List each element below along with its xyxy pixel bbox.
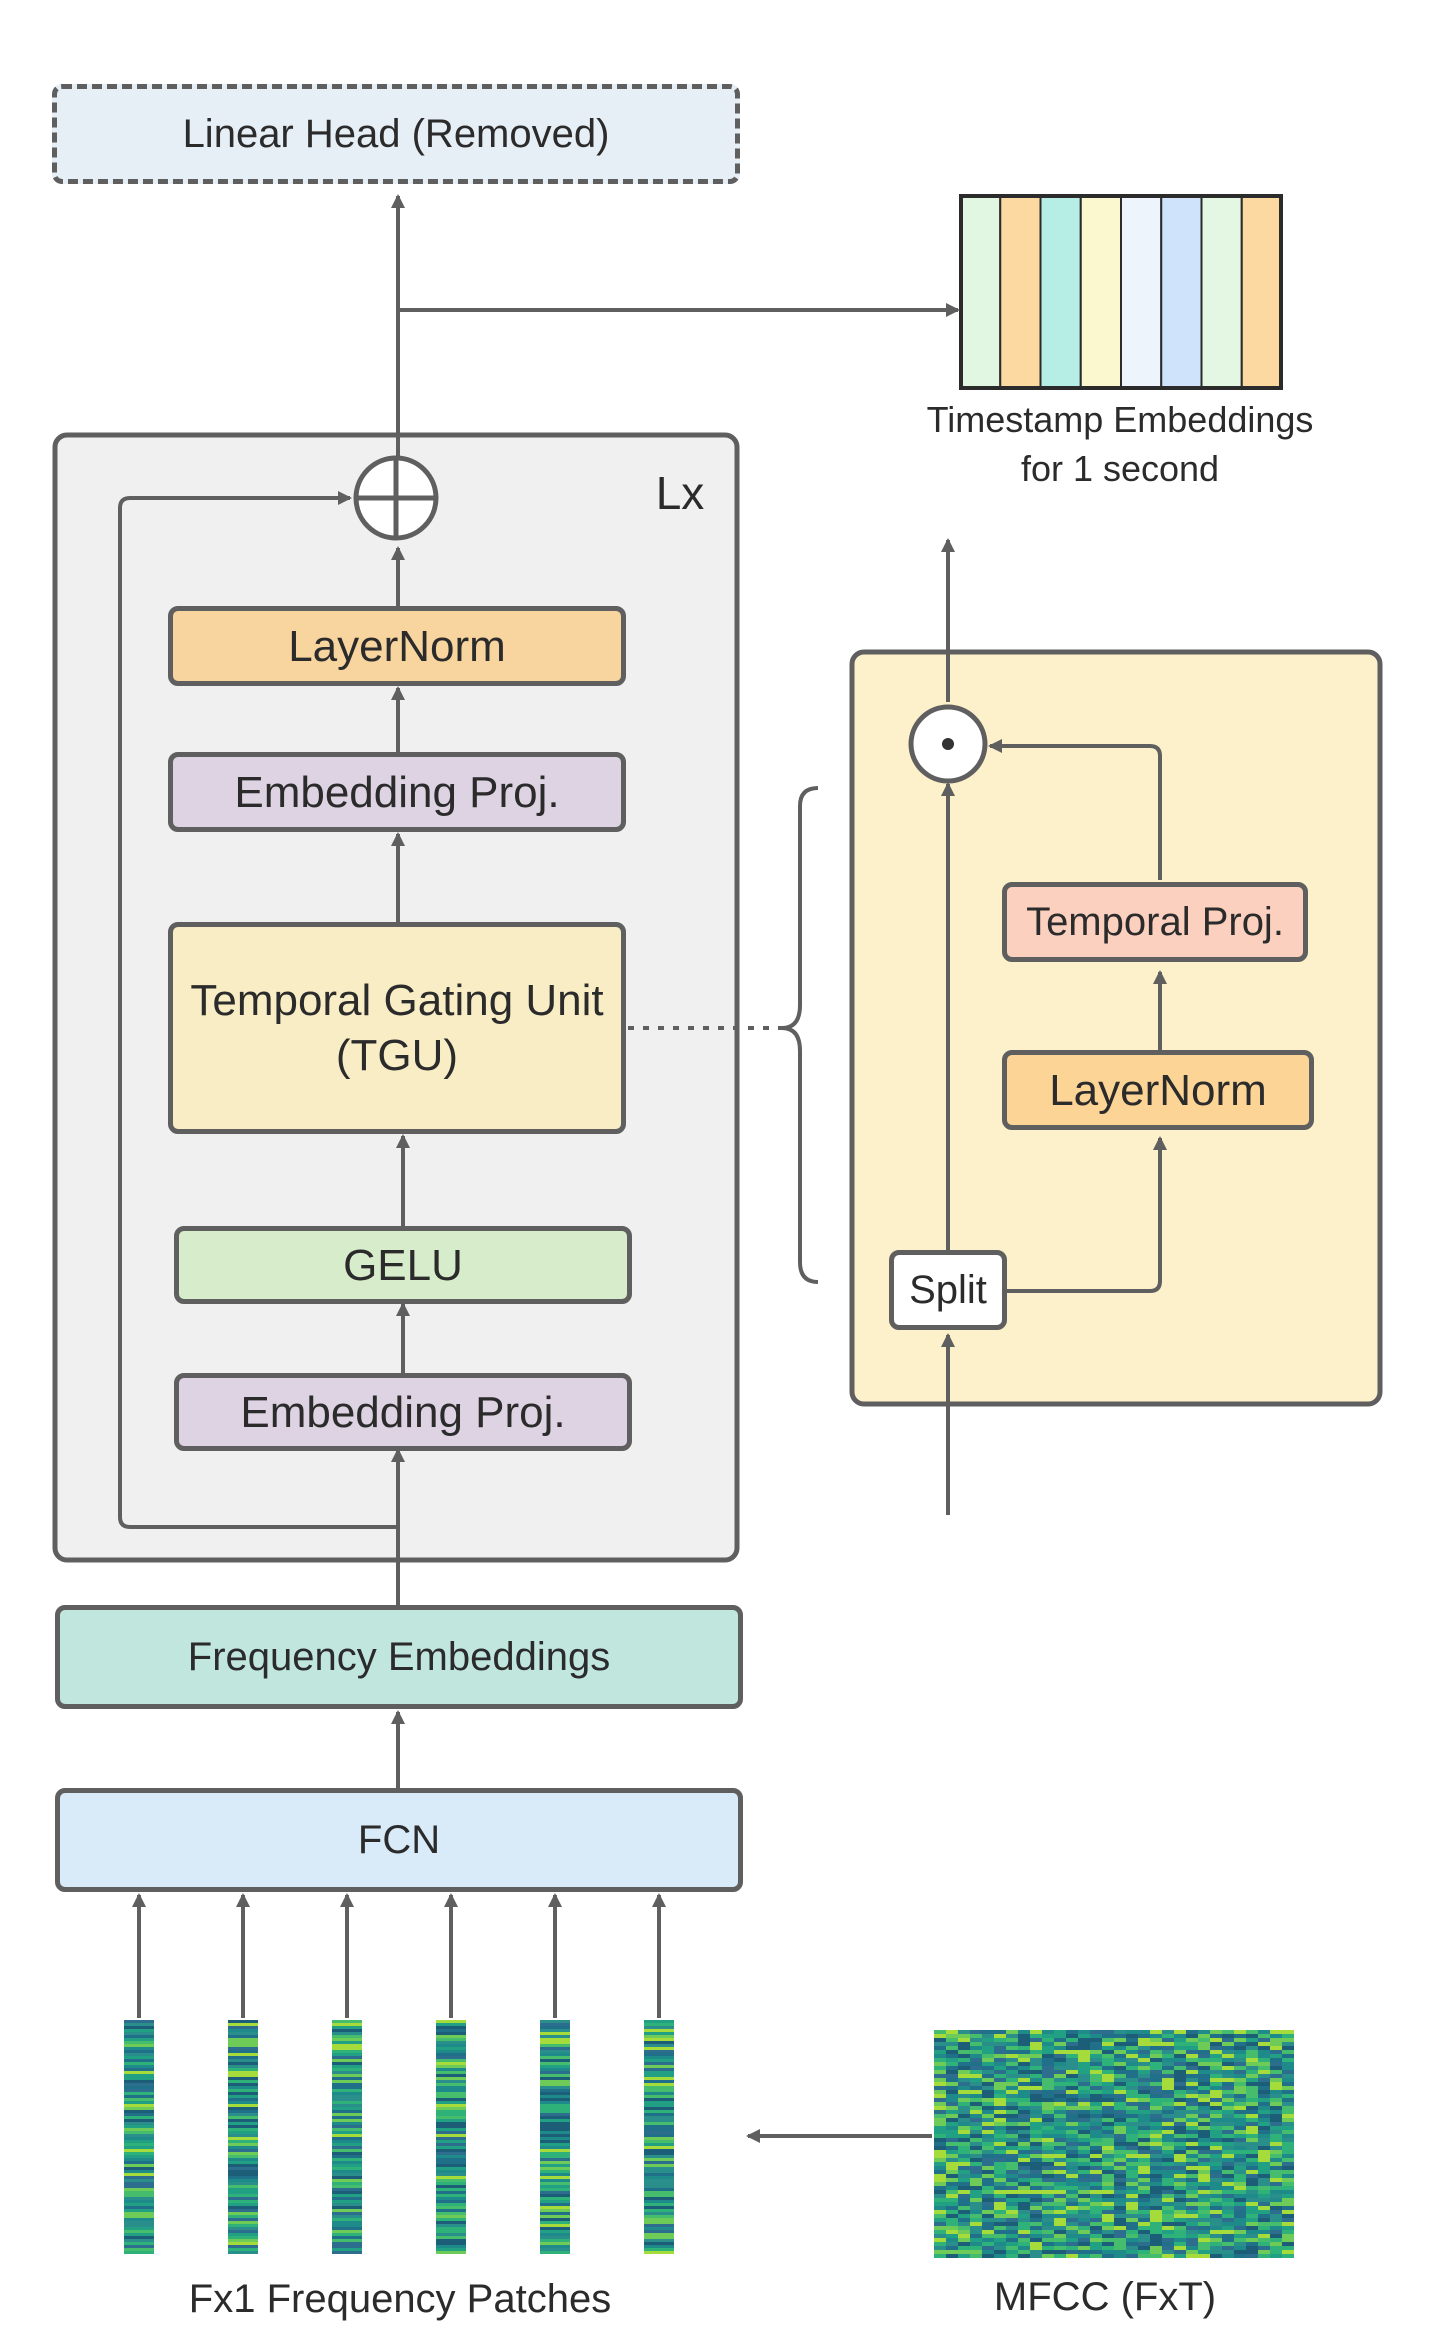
gelu-box: GELU [174, 1226, 632, 1304]
timestamp-embeddings-label: Timestamp Embeddings for 1 second [926, 399, 1314, 489]
frequency-patch [436, 2020, 466, 2254]
arrow-split-to-layernorm [1006, 1136, 1167, 1293]
tgu-box: Temporal Gating Unit (TGU) [168, 922, 626, 1134]
frequency-embeddings-label: Frequency Embeddings [187, 1635, 611, 1679]
layernorm-label: LayerNorm [288, 621, 506, 671]
embedding-proj-bottom-label: Embedding Proj. [240, 1387, 566, 1437]
linear-head-label: Linear Head (Removed) [182, 112, 610, 156]
tgu-detail-panel [849, 649, 1383, 1407]
embedding-proj-top-label: Embedding Proj. [234, 767, 560, 817]
elementwise-multiply-icon [908, 704, 988, 784]
tgu-label: Temporal Gating Unit (TGU) [190, 976, 604, 1080]
timestamp-embedding-stripe [1200, 194, 1243, 390]
skip-connection-arrow [118, 491, 398, 1529]
residual-add-icon [353, 455, 439, 541]
frequency-patch [540, 2020, 570, 2254]
arrow-temporal-proj-to-gate [988, 739, 1162, 880]
mfcc-label: MFCC (FxT) [993, 2275, 1217, 2319]
temporal-proj-label: Temporal Proj. [1026, 900, 1284, 944]
frequency-patches [124, 2020, 674, 2254]
detail-layernorm-box: LayerNorm [1002, 1050, 1314, 1130]
tgu-detail-brace [781, 786, 819, 1284]
fcn-label: FCN [357, 1818, 441, 1862]
split-label: Split [909, 1268, 987, 1312]
mfcc-spectrogram [934, 2030, 1294, 2258]
timestamp-embedding-stripe [1240, 194, 1283, 390]
timestamp-embedding-stripe [1160, 194, 1203, 390]
temporal-proj-box: Temporal Proj. [1002, 882, 1308, 962]
gelu-label: GELU [343, 1240, 463, 1290]
split-box: Split [889, 1250, 1007, 1330]
linear-head-box: Linear Head (Removed) [52, 84, 740, 184]
frequency-patch [644, 2020, 674, 2254]
block-repeat-label: Lx [655, 467, 705, 519]
frequency-embeddings-box: Frequency Embeddings [55, 1605, 743, 1709]
embedding-proj-top-box: Embedding Proj. [168, 752, 626, 832]
detail-layernorm-label: LayerNorm [1049, 1065, 1267, 1115]
fcn-box: FCN [55, 1788, 743, 1892]
frequency-patch [228, 2020, 258, 2254]
frequency-patches-label: Fx1 Frequency Patches [188, 2277, 612, 2321]
layernorm-box: LayerNorm [168, 606, 626, 686]
embedding-proj-bottom-box: Embedding Proj. [174, 1373, 632, 1451]
frequency-patch [124, 2020, 154, 2254]
timestamp-embedding-stripe [1120, 194, 1163, 390]
timestamp-embeddings [960, 195, 1282, 389]
frequency-patch [332, 2020, 362, 2254]
